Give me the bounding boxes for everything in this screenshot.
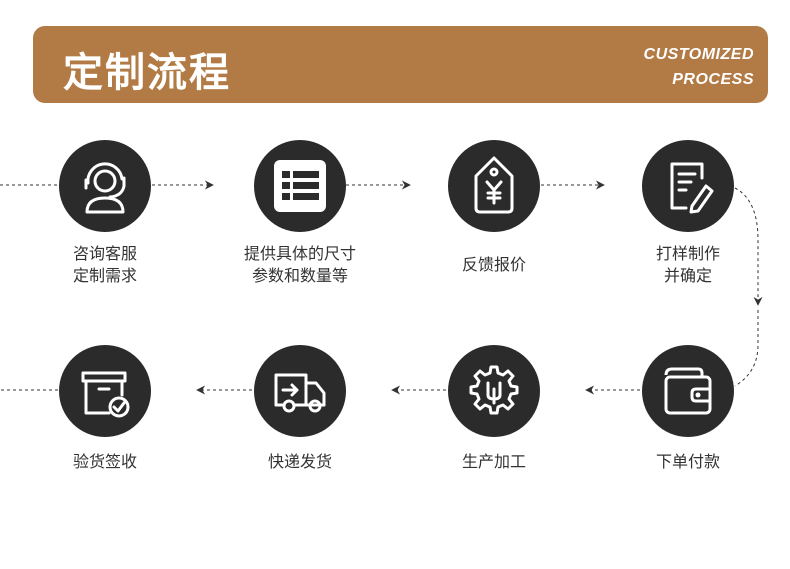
connector-4-5-bottom	[734, 310, 759, 387]
step-3-circle	[448, 140, 540, 232]
step-4-circle	[642, 140, 734, 232]
step-1-circle	[59, 140, 151, 232]
page-subtitle: CUSTOMIZED PROCESS	[644, 42, 754, 92]
price-tag-icon	[474, 156, 514, 214]
step-7-label: 快递发货	[267, 452, 332, 471]
step-4-label: 打样制作 并确定	[655, 244, 720, 285]
gear-wrench-icon	[469, 365, 519, 415]
step-6-circle	[448, 345, 540, 437]
step-5-label: 下单付款	[655, 452, 720, 471]
step-3-label: 反馈报价	[461, 255, 526, 274]
step-2-circle	[254, 140, 346, 232]
headset-agent-icon	[84, 162, 126, 214]
header-banner: 定制流程 CUSTOMIZED PROCESS	[33, 26, 768, 103]
spreadsheet-icon	[274, 160, 326, 212]
wallet-icon	[664, 367, 712, 415]
step-8-label: 验货签收	[72, 452, 137, 471]
delivery-truck-icon	[274, 373, 326, 413]
step-5-circle	[642, 345, 734, 437]
subtitle-line-1: CUSTOMIZED	[643, 46, 754, 63]
box-check-icon	[81, 371, 130, 418]
edit-document-icon	[670, 162, 714, 214]
step-7-circle	[254, 345, 346, 437]
page-title: 定制流程	[63, 50, 231, 96]
step-6-label: 生产加工	[461, 452, 526, 471]
subtitle-line-2: PROCESS	[672, 71, 754, 88]
step-8-circle	[59, 345, 151, 437]
step-1-label: 咨询客服 定制需求	[72, 244, 137, 285]
step-2-label: 提供具体的尺寸 参数和数量等	[243, 244, 356, 285]
